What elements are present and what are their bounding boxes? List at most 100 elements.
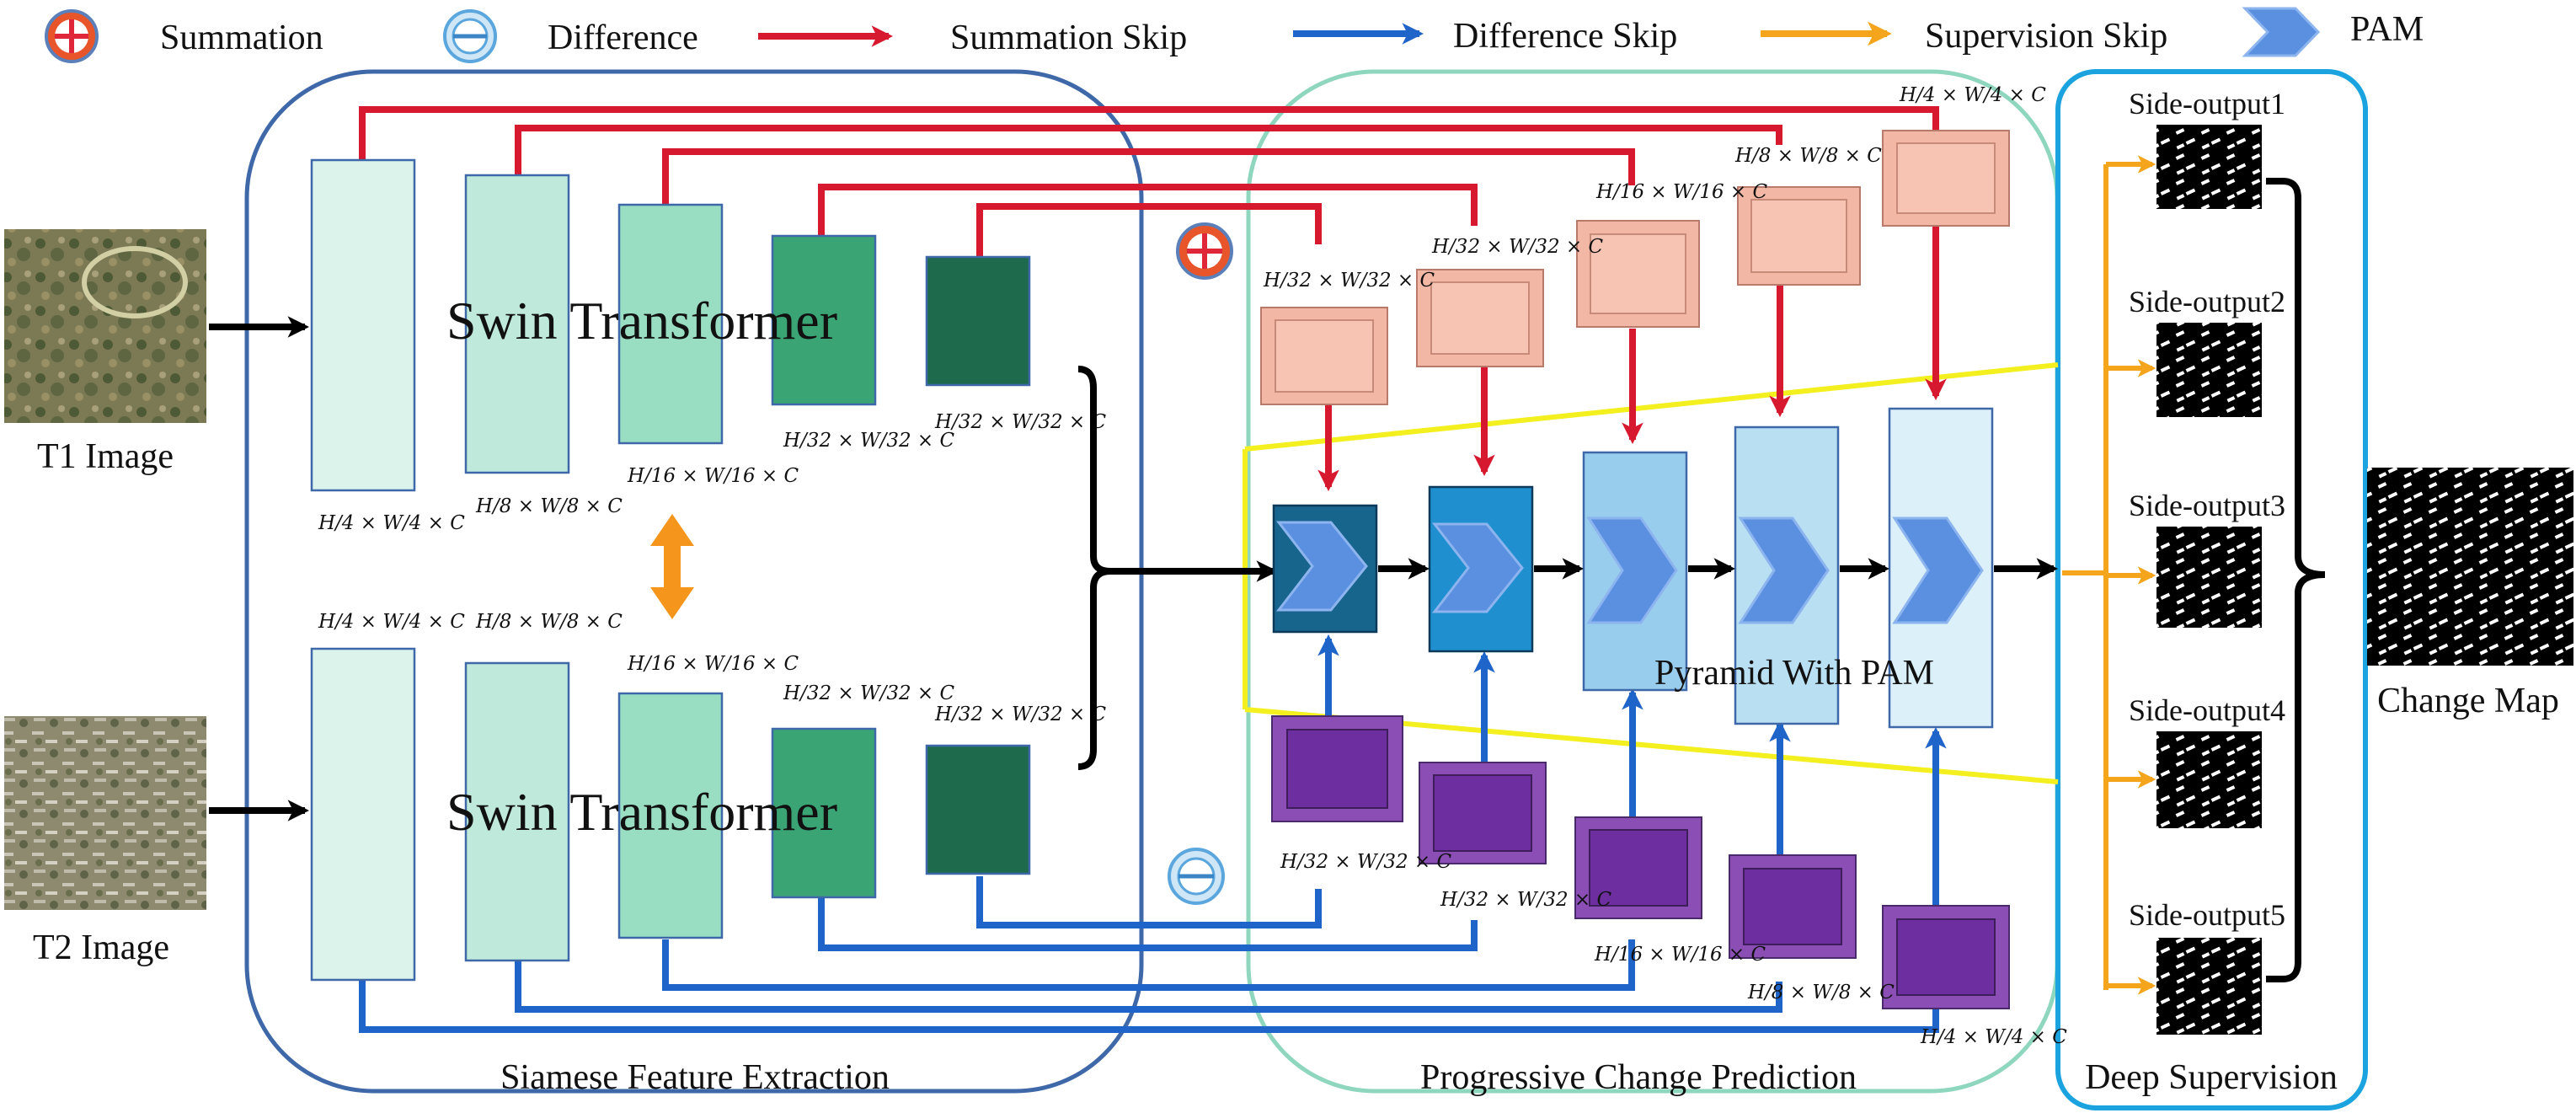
difference-features	[1271, 715, 2010, 1009]
encoder-top-stage2	[464, 174, 570, 474]
pam-chevron-icon	[2242, 7, 2321, 57]
summation-op-icon	[1176, 222, 1233, 280]
encoder-bottom-stage4	[771, 727, 877, 899]
pam-chevron-icon-2	[1431, 522, 1524, 613]
dim-sum-3: H/16 × W/16 × C	[1595, 181, 1768, 203]
encoder-dim-labels: H/4 × W/4 × C H/8 × W/8 × C H/16 × W/16 …	[318, 411, 1107, 725]
side-output-image-5	[2156, 938, 2262, 1035]
sum-feature-5	[1882, 130, 2010, 227]
legend-difference-skip: Difference Skip	[1453, 17, 1677, 56]
legend-pam: PAM	[2350, 10, 2424, 49]
dim-top-stage3: H/16 × W/16 × C	[627, 465, 799, 487]
difference-icon	[443, 9, 497, 63]
dim-sum-4: H/8 × W/8 × C	[1734, 145, 1882, 167]
diff-feature-5	[1882, 905, 2010, 1009]
pam-chevron-icon-3	[1586, 516, 1678, 624]
summation-skip-connections	[359, 106, 1939, 259]
output-bracket	[2266, 178, 2326, 982]
change-map-image	[2367, 468, 2573, 666]
t1-image-label: T1 Image	[37, 437, 174, 476]
change-map-label: Change Map	[2377, 682, 2559, 720]
side-output-label-1: Side-output1	[2129, 87, 2285, 120]
side-output-image-3	[2156, 527, 2262, 628]
legend-supervision-skip: Supervision Skip	[1925, 17, 2167, 56]
diff-feature-2	[1419, 762, 1547, 864]
sum-feature-2	[1416, 269, 1544, 367]
pam-chevron-icon-4	[1738, 516, 1830, 624]
sum-feature-3	[1576, 220, 1700, 328]
legend-difference: Difference	[548, 19, 698, 57]
legend-summation: Summation	[160, 19, 323, 57]
side-output-label-2: Side-output2	[2129, 285, 2285, 318]
deep-supervision-section-box	[2055, 69, 2368, 1110]
pam-chevron-icon-1	[1275, 521, 1368, 612]
siamese-section-box	[244, 69, 1144, 1094]
shared-weights-arrow-icon	[650, 514, 694, 619]
sum-feature-4	[1737, 186, 1861, 286]
side-output-label-4: Side-output4	[2129, 693, 2285, 727]
dim-bottom-stage3: H/16 × W/16 × C	[627, 653, 799, 675]
t1-image	[4, 229, 206, 423]
dim-bottom-stage2: H/8 × W/8 × C	[475, 611, 623, 633]
dim-bottom-stage4: H/32 × W/32 × C	[783, 682, 955, 704]
side-output-label-3: Side-output3	[2129, 489, 2285, 522]
difference-skip-arrows	[1317, 634, 1947, 906]
summation-icon	[45, 9, 99, 63]
swin-transformer-bottom-label: Swin Transformer	[446, 782, 837, 842]
legend: Summation Difference Summation Skip Diff…	[45, 7, 2424, 63]
dim-diff-2: H/32 × W/32 × C	[1440, 889, 1612, 911]
encoder-bottom-stage1	[310, 647, 416, 982]
diff-feature-4	[1729, 854, 1857, 959]
dim-top-stage1: H/4 × W/4 × C	[318, 512, 465, 534]
dim-diff-4: H/8 × W/8 × C	[1747, 982, 1895, 1003]
difference-skip-connections	[359, 876, 1939, 1033]
summation-features	[1260, 130, 2010, 405]
t2-image-label: T2 Image	[33, 928, 169, 967]
encoder-bottom-stage5	[925, 744, 1031, 875]
dim-top-stage5: H/32 × W/32 × C	[934, 411, 1107, 433]
diff-feature-dims: H/32 × W/32 × C H/32 × W/32 × C H/16 × W…	[1280, 851, 2067, 1048]
summation-skip-arrows	[1317, 226, 1947, 492]
dim-sum-5: H/4 × W/4 × C	[1899, 84, 2046, 106]
side-output-image-4	[2156, 731, 2262, 828]
encoder-top-stage5	[925, 255, 1031, 387]
dim-bottom-stage1: H/4 × W/4 × C	[318, 611, 465, 633]
sum-feature-1	[1260, 307, 1388, 405]
side-output-image-2	[2156, 323, 2262, 417]
dim-top-stage2: H/8 × W/8 × C	[475, 495, 623, 517]
pam-chevron-icon-5	[1892, 516, 1984, 624]
swin-transformer-top-label: Swin Transformer	[446, 291, 837, 350]
encoder-bottom-stage2	[464, 661, 570, 962]
dim-diff-3: H/16 × W/16 × C	[1594, 944, 1766, 966]
encoder-bottom	[310, 647, 1031, 982]
progressive-section-label: Progressive Change Prediction	[1420, 1058, 1857, 1097]
difference-op-icon	[1168, 848, 1225, 905]
pyramid-label: Pyramid With PAM	[1654, 654, 1934, 693]
t1-image-ring	[82, 246, 188, 318]
encoder-top	[310, 158, 1031, 492]
supervision-lines	[2062, 155, 2156, 995]
t2-image	[4, 716, 206, 910]
dim-sum-1: H/32 × W/32 × C	[1263, 270, 1435, 292]
encoder-top-stage1	[310, 158, 416, 492]
dim-top-stage4: H/32 × W/32 × C	[783, 430, 955, 452]
dim-sum-2: H/32 × W/32 × C	[1431, 236, 1604, 258]
encoder-top-stage4	[771, 234, 877, 406]
encoder-top-stage3	[617, 203, 724, 445]
side-output-image-1	[2156, 125, 2262, 209]
side-outputs: Side-output1 Side-output2 Side-output3 S…	[2129, 87, 2285, 1035]
dim-bottom-stage5: H/32 × W/32 × C	[934, 704, 1107, 725]
side-output-label-5: Side-output5	[2129, 898, 2285, 932]
merge-bracket	[1077, 366, 1279, 770]
sum-feature-dims: H/32 × W/32 × C H/32 × W/32 × C H/16 × W…	[1263, 84, 2046, 292]
legend-summation-skip: Summation Skip	[950, 19, 1187, 57]
encoder-bottom-stage3	[617, 692, 724, 939]
diff-feature-3	[1574, 816, 1702, 919]
dim-diff-1: H/32 × W/32 × C	[1280, 851, 1452, 873]
siamese-section-label: Siamese Feature Extraction	[500, 1058, 890, 1097]
deep-supervision-section-label: Deep Supervision	[2085, 1058, 2338, 1097]
dim-diff-5: H/4 × W/4 × C	[1920, 1026, 2067, 1048]
diff-feature-1	[1271, 715, 1403, 822]
pam-chevrons	[1275, 516, 1984, 624]
